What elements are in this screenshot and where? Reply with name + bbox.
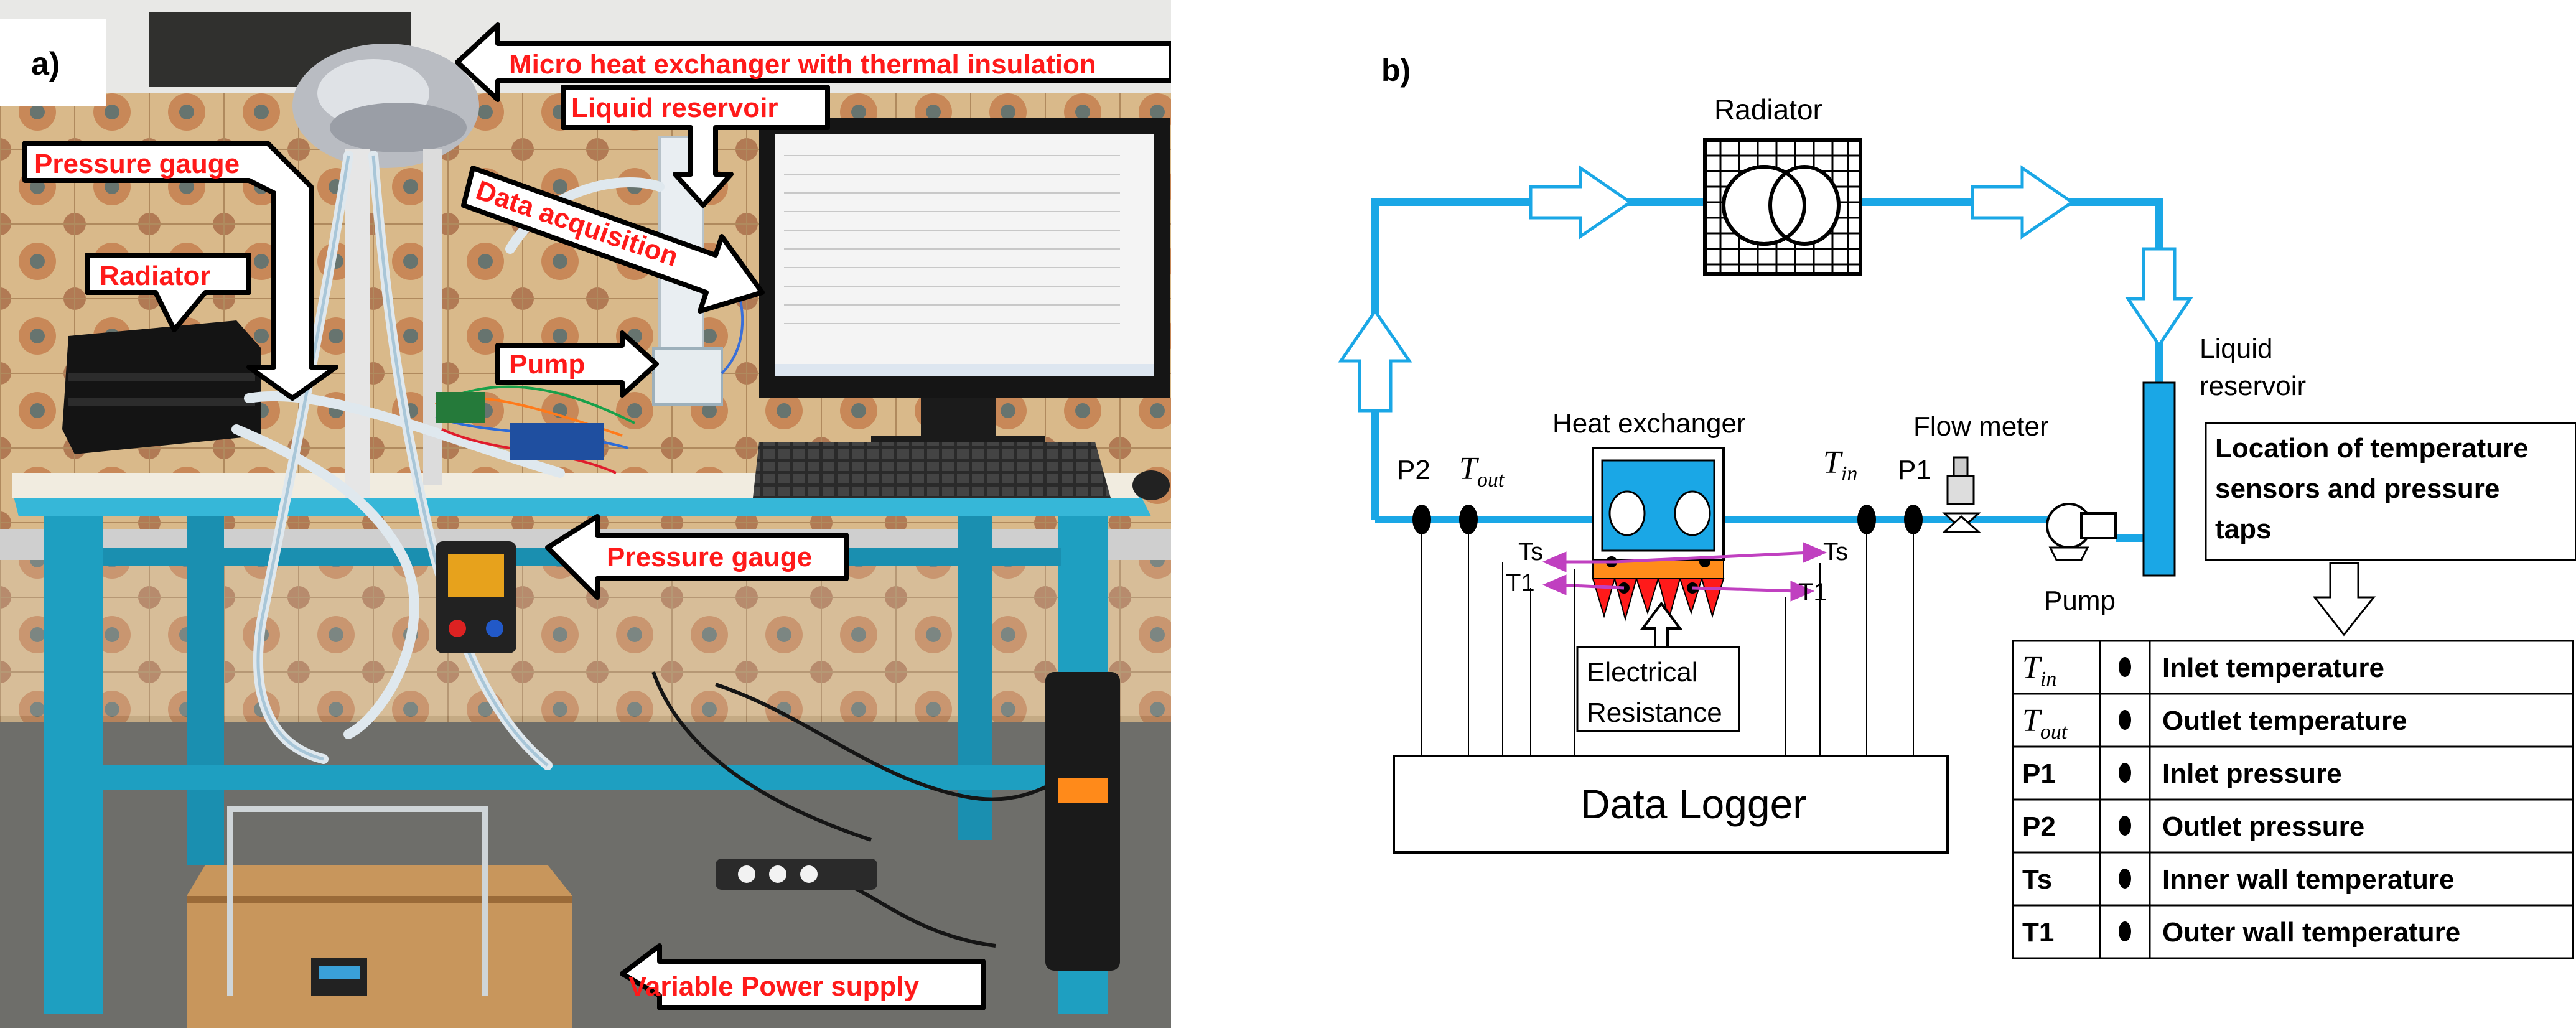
data-logger-box	[1393, 755, 1949, 854]
legend-symbol-ts: Ts	[2022, 864, 2052, 895]
panel-a-photo: Micro heat exchanger with thermal insula…	[0, 0, 1171, 1028]
electrical-label-1: Electrical	[1587, 657, 1698, 688]
loop-schematic: b) Radiator Liquid rese	[1338, 53, 2576, 959]
callout-pressure-gauge-top: Pressure gauge	[34, 149, 240, 179]
legend-desc-outlet-temperature: Outlet temperature	[2162, 706, 2407, 736]
liquid-reservoir	[2142, 381, 2176, 577]
callout-micro-heat-exchanger: Micro heat exchanger with thermal insula…	[509, 49, 1096, 80]
legend-symbol-tout: Tout	[2022, 703, 2068, 744]
electrical-label-2: Resistance	[1587, 697, 1722, 728]
callout-pressure-gauge-bottom: Pressure gauge	[607, 542, 812, 572]
flow-meter-label: Flow meter	[1913, 411, 2049, 442]
pump-symbol	[2046, 503, 2117, 561]
location-note-line2: sensors and pressure	[2215, 474, 2499, 504]
flow-meter-symbol	[1942, 456, 1981, 533]
liquid-reservoir-label-1: Liquid	[2200, 334, 2272, 364]
radiator-label: Radiator	[1714, 93, 1822, 126]
note-down-arrow	[2312, 562, 2376, 637]
sensor-label-t1-left: T1	[1506, 569, 1535, 597]
callout-pump: Pump	[509, 349, 585, 380]
heat-exchanger-label: Heat exchanger	[1552, 408, 1746, 439]
flow-arrows	[1338, 165, 2193, 413]
legend-desc-inner-wall-temperature: Inner wall temperature	[2162, 864, 2454, 895]
legend-desc-outer-wall-temperature: Outer wall temperature	[2162, 917, 2460, 948]
legend-desc-inlet-pressure: Inlet pressure	[2162, 758, 2342, 789]
radiator-symbol	[1703, 138, 1862, 276]
sensor-leads	[1421, 532, 1914, 756]
callout-radiator: Radiator	[100, 261, 210, 291]
callout-liquid-reservoir: Liquid reservoir	[571, 93, 778, 123]
sensor-label-t1-right: T1	[1798, 579, 1827, 606]
sensor-label-ts-right: Ts	[1823, 538, 1848, 566]
panel-b-schematic: b) Radiator Liquid rese	[1300, 0, 2576, 1028]
pump-label: Pump	[2044, 585, 2116, 616]
legend-table	[2012, 640, 2574, 959]
pipe-sensors	[1412, 505, 1923, 534]
location-note-line3: taps	[2215, 514, 2271, 544]
sensor-label-tout: Tout	[1459, 451, 1505, 492]
legend-symbol-tin: Tin	[2022, 650, 2056, 691]
electrical-resistance-box	[1576, 646, 1740, 732]
location-note-box	[2205, 422, 2576, 561]
sensor-label-p2: P2	[1397, 455, 1430, 485]
liquid-reservoir-label-2: reservoir	[2200, 371, 2306, 401]
legend-symbol-t1: T1	[2022, 917, 2054, 948]
heat-exchanger-symbol	[1592, 447, 1725, 622]
legend-desc-inlet-temperature: Inlet temperature	[2162, 653, 2384, 683]
sensor-label-ts-left: Ts	[1518, 538, 1543, 566]
legend-symbol-p1: P1	[2022, 758, 2056, 789]
sensor-label-p1: P1	[1898, 455, 1931, 485]
panel-a-label: a)	[31, 46, 60, 82]
callout-variable-power-supply: Variable Power supply	[628, 971, 920, 1002]
location-note-line1: Location of temperature	[2215, 433, 2529, 464]
sensor-arrows	[1542, 542, 1827, 602]
legend-symbol-p2: P2	[2022, 811, 2056, 842]
legend-desc-outlet-pressure: Outlet pressure	[2162, 811, 2364, 842]
data-logger-label: Data Logger	[1580, 781, 1806, 827]
sensor-label-tin: Tin	[1823, 445, 1857, 485]
panel-b-label: b)	[1381, 53, 1411, 88]
experimental-setup-illustration: Micro heat exchanger with thermal insula…	[0, 0, 1171, 1028]
